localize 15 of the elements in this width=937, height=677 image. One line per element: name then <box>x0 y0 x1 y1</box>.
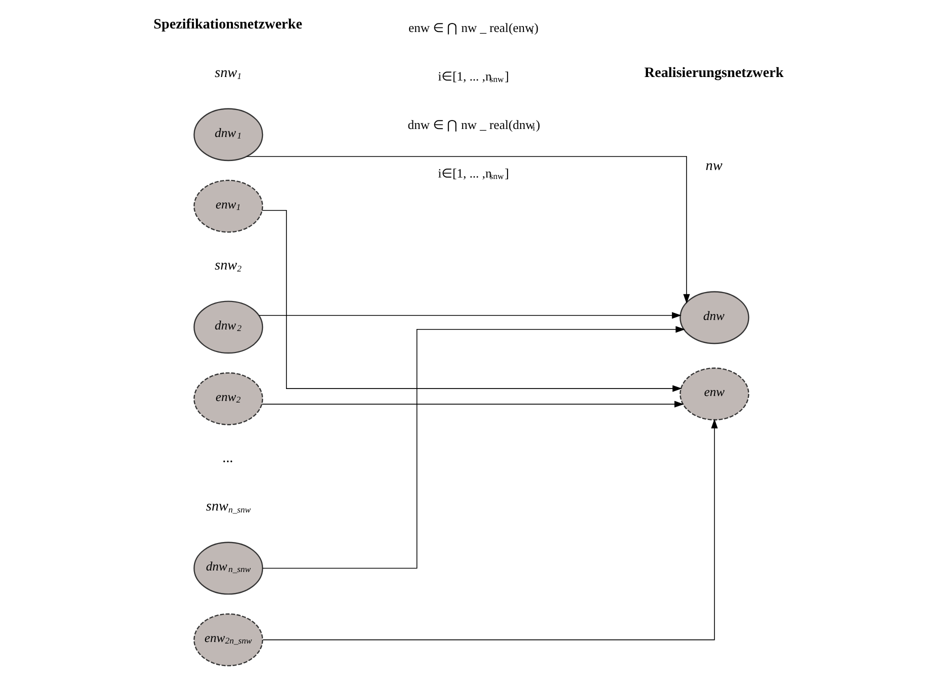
label: ... <box>222 450 233 466</box>
label: Spezifikationsnetzwerke <box>153 16 302 32</box>
label: Realisierungsnetzwerk <box>644 64 784 81</box>
arrow <box>262 418 718 640</box>
node-ellipse: dnw <box>679 291 749 344</box>
label: snwn_snw <box>206 498 250 514</box>
label: nw <box>705 158 722 174</box>
arrow <box>261 210 682 392</box>
node-ellipse: enw <box>679 368 749 420</box>
arrow <box>261 400 684 408</box>
arrow <box>258 312 681 319</box>
arrow <box>246 156 690 304</box>
arrow <box>262 326 685 569</box>
label: snw2 <box>214 257 241 274</box>
label: snw1 <box>214 64 241 81</box>
